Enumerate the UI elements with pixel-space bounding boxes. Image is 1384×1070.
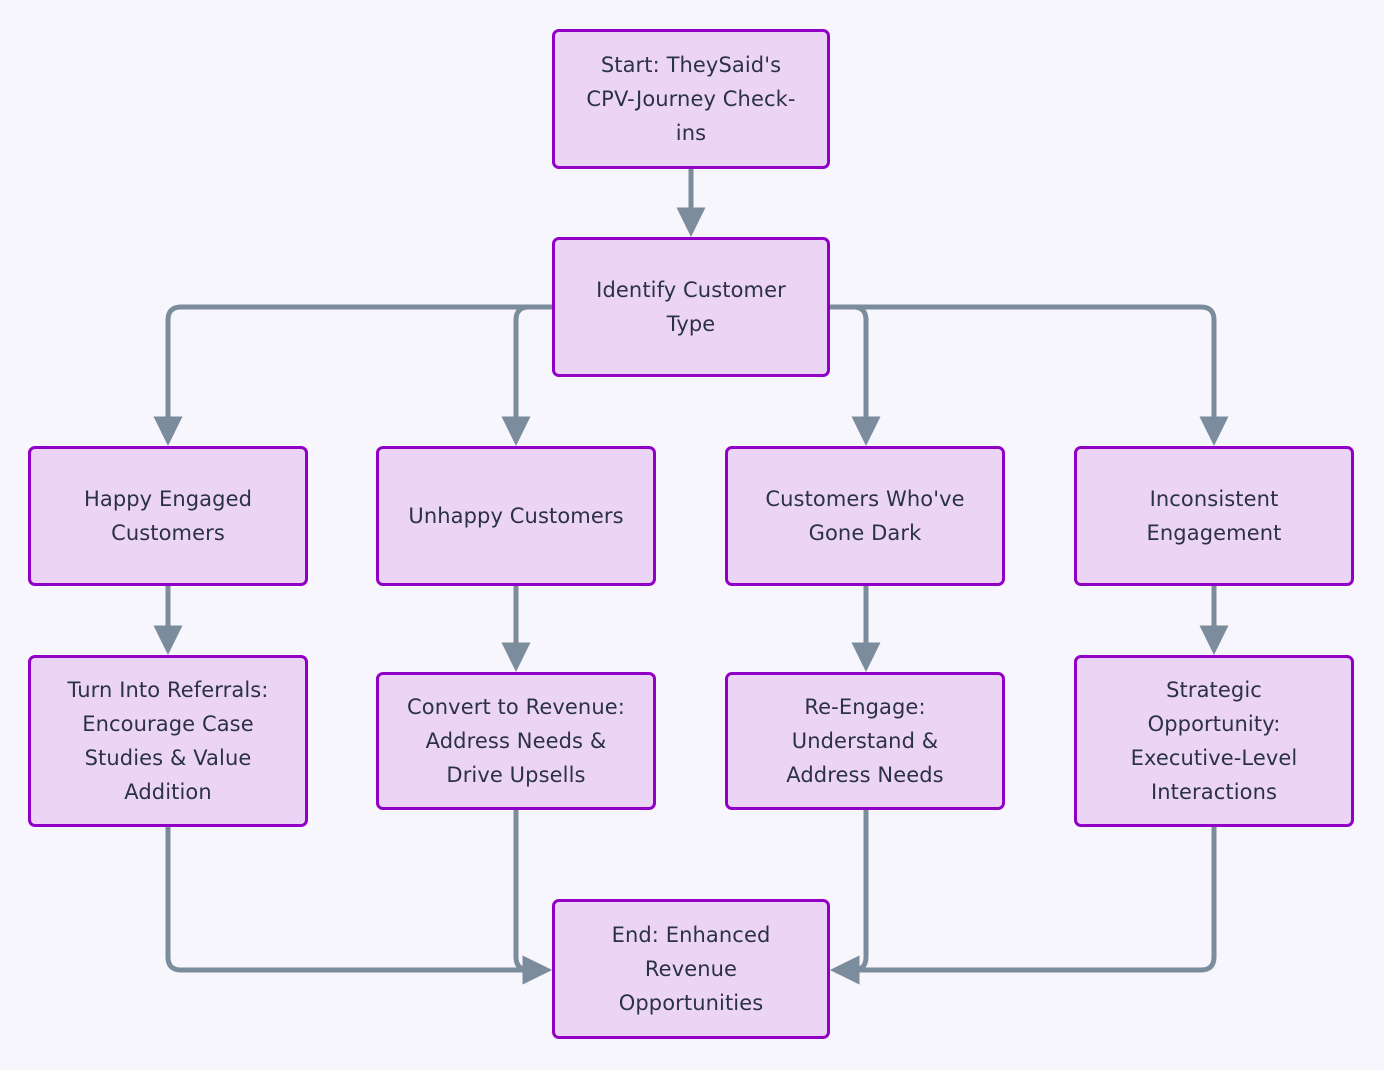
edge-convert-end	[513, 810, 553, 985]
node-happy-engaged-customers[interactable]: Happy Engaged Customers	[28, 446, 308, 586]
node-turn-into-referrals-label: Turn Into Referrals: Encourage Case Stud…	[67, 677, 269, 805]
node-turn-into-referrals[interactable]: Turn Into Referrals: Encourage Case Stud…	[28, 655, 308, 827]
node-start[interactable]: Start: TheySaid's CPV-Journey Check- ins	[552, 29, 830, 169]
edge-identify-inconsistent	[830, 304, 1229, 447]
node-convert-to-revenue[interactable]: Convert to Revenue: Address Needs & Driv…	[376, 672, 656, 810]
node-identify-customer-type-label: Identify Customer Type	[596, 277, 786, 336]
node-strategic-opportunity[interactable]: Strategic Opportunity: Executive-Level I…	[1074, 655, 1354, 827]
edge-identify-happy	[153, 304, 552, 447]
edge-referrals-end	[165, 827, 553, 985]
node-inconsistent-engagement[interactable]: Inconsistent Engagement	[1074, 446, 1354, 586]
node-customers-gone-dark-label: Customers Who've Gone Dark	[765, 486, 965, 545]
node-strategic-opportunity-label: Strategic Opportunity: Executive-Level I…	[1130, 677, 1298, 805]
node-unhappy-customers-label: Unhappy Customers	[408, 503, 624, 528]
node-happy-engaged-customers-label: Happy Engaged Customers	[83, 486, 253, 545]
node-re-engage-label: Re-Engage: Understand & Address Needs	[786, 694, 944, 787]
edge-strategic-end	[829, 827, 1217, 985]
node-customers-gone-dark[interactable]: Customers Who've Gone Dark	[725, 446, 1005, 586]
node-end-label: End: Enhanced Revenue Opportunities	[611, 922, 771, 1015]
node-end[interactable]: End: Enhanced Revenue Opportunities	[552, 899, 830, 1039]
node-start-label: Start: TheySaid's CPV-Journey Check- ins	[586, 52, 796, 145]
edge-identify-unhappy	[501, 304, 552, 447]
node-inconsistent-engagement-label: Inconsistent Engagement	[1146, 486, 1282, 545]
node-re-engage[interactable]: Re-Engage: Understand & Address Needs	[725, 672, 1005, 810]
edge-identify-dark	[830, 304, 881, 447]
edge-reengage-end	[829, 810, 869, 985]
node-convert-to-revenue-label: Convert to Revenue: Address Needs & Driv…	[407, 694, 625, 787]
node-unhappy-customers[interactable]: Unhappy Customers	[376, 446, 656, 586]
node-identify-customer-type[interactable]: Identify Customer Type	[552, 237, 830, 377]
